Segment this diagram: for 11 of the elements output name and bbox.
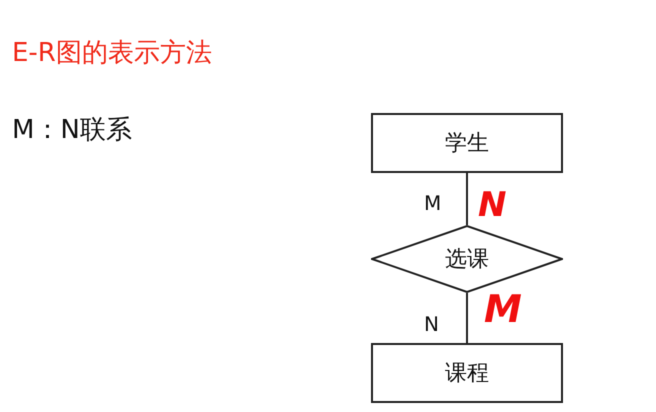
subtitle: M：N联系 [12, 117, 132, 143]
relationship-diamond: 选课 [371, 225, 563, 293]
entity-box: 课程 [371, 343, 563, 403]
cardinality-label: M [424, 193, 442, 213]
entity-box: 学生 [371, 113, 563, 173]
title: E-R图的表示方法 [12, 40, 212, 66]
cardinality-label: N [424, 314, 439, 334]
connector-line [466, 293, 468, 343]
connector-line [466, 173, 468, 225]
handwritten-note: M [484, 290, 522, 328]
handwritten-note: N [478, 188, 506, 222]
